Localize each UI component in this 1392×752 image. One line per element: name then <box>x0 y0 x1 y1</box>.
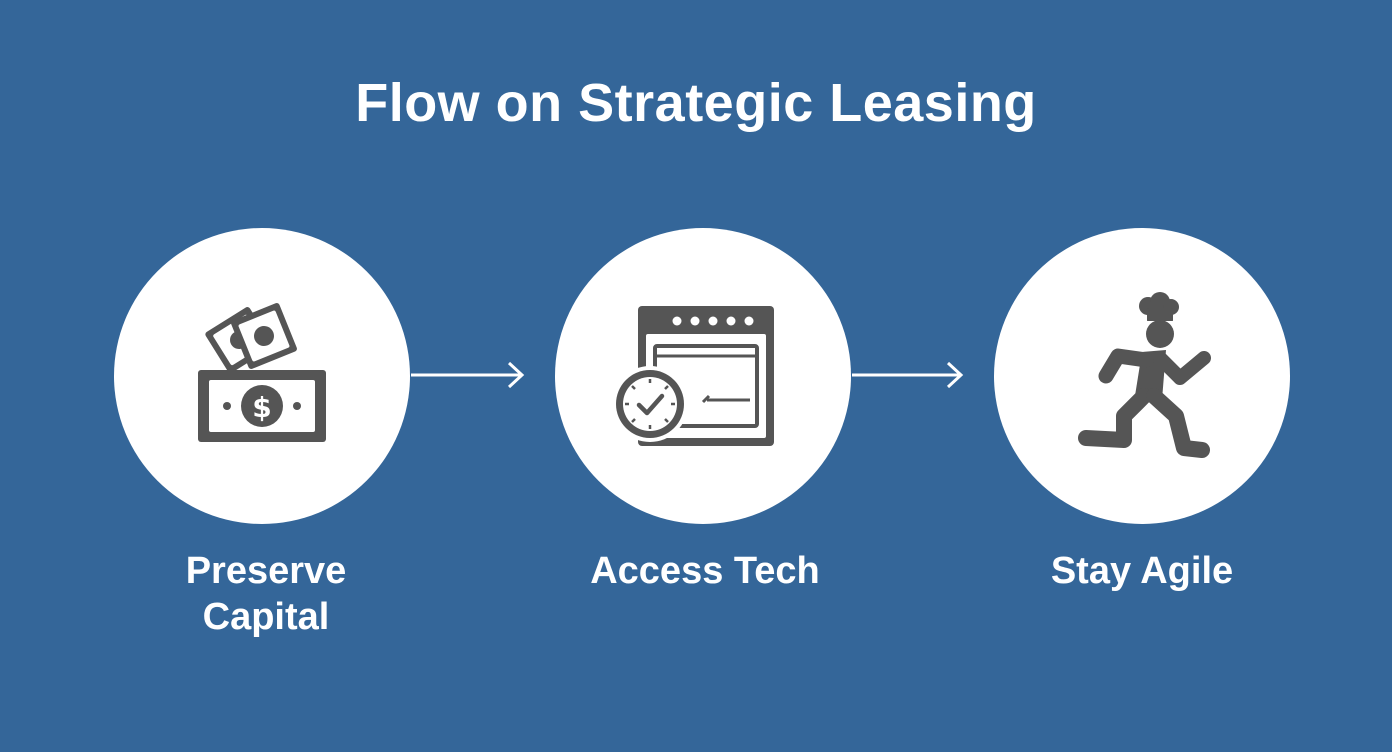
step-label-stay-agile: Stay Agile <box>982 548 1302 594</box>
step-label-line: Access Tech <box>590 550 820 592</box>
step-circle-access-tech <box>555 228 851 524</box>
step-circle-preserve-capital: $ <box>114 228 410 524</box>
step-label-preserve-capital: Preserve Capital <box>106 548 426 640</box>
diagram-title: Flow on Strategic Leasing <box>355 73 1037 133</box>
step-label-line: Capital <box>202 596 330 638</box>
running-chef-icon <box>1078 292 1211 458</box>
step-circle-stay-agile <box>994 228 1290 524</box>
step-label-access-tech: Access Tech <box>545 548 865 594</box>
step-label-line: Preserve <box>185 550 347 592</box>
money-stack-icon: $ <box>198 303 326 442</box>
connector-arrow-1 <box>411 361 525 389</box>
step-label-line: Stay Agile <box>1050 550 1234 592</box>
oven-clock-icon <box>612 306 774 446</box>
connector-arrow-2 <box>852 361 964 389</box>
svg-text:$: $ <box>252 391 271 424</box>
